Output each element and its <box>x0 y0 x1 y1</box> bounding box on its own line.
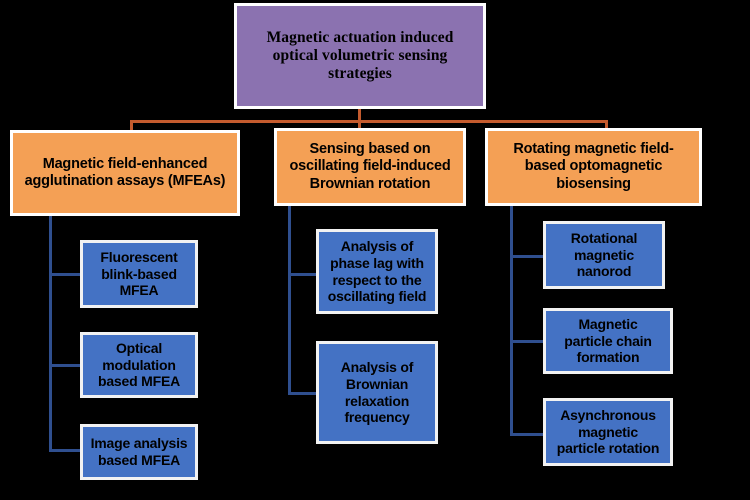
leaf-node-magnetic-particle-chain-formation[interactable]: Magnetic particle chain formation <box>543 308 673 374</box>
branch-node-rotating-field-optomagnetic-biosensing[interactable]: Rotating magnetic field- based optomagne… <box>485 128 702 206</box>
leaf-node-image-analysis-based-mfea[interactable]: Image analysis based MFEA <box>80 424 198 480</box>
branch-connector-right-1 <box>510 255 544 258</box>
branch-connector-middle-2 <box>288 392 317 395</box>
leaf-node-optical-modulation-based-mfea[interactable]: Optical modulation based MFEA <box>80 332 198 398</box>
branch-connector-right-2 <box>510 340 544 343</box>
branch-node-mfea[interactable]: Magnetic field-enhanced agglutination as… <box>10 130 240 216</box>
branch-connector-middle-1 <box>288 273 317 276</box>
root-node-magnetic-actuation-strategies[interactable]: Magnetic actuation induced optical volum… <box>234 3 486 109</box>
root-connector-drop-right <box>605 120 608 130</box>
leaf-node-analysis-brownian-relaxation-frequency[interactable]: Analysis of Brownian relaxation frequenc… <box>316 341 438 444</box>
branch-connector-right-3 <box>510 433 544 436</box>
root-connector-drop-left <box>130 120 133 132</box>
branch-connector-left-2 <box>49 364 81 367</box>
branch-node-oscillating-field-brownian-rotation[interactable]: Sensing based on oscillating field-induc… <box>274 128 466 206</box>
leaf-node-asynchronous-magnetic-particle-rotation[interactable]: Asynchronous magnetic particle rotation <box>543 398 673 466</box>
root-connector-drop-middle <box>358 120 361 130</box>
branch-connector-left-vertical <box>49 215 52 450</box>
root-connector-stem <box>358 108 361 123</box>
branch-connector-left-3 <box>49 449 81 452</box>
leaf-node-fluorescent-blink-based-mfea[interactable]: Fluorescent blink-based MFEA <box>80 240 198 308</box>
branch-connector-middle-vertical <box>288 205 291 395</box>
leaf-node-analysis-phase-lag[interactable]: Analysis of phase lag with respect to th… <box>316 229 438 314</box>
root-connector-horizontal <box>130 120 608 123</box>
branch-connector-right-vertical <box>510 205 513 436</box>
branch-connector-left-1 <box>49 273 81 276</box>
leaf-node-rotational-magnetic-nanorod[interactable]: Rotational magnetic nanorod <box>543 221 665 289</box>
